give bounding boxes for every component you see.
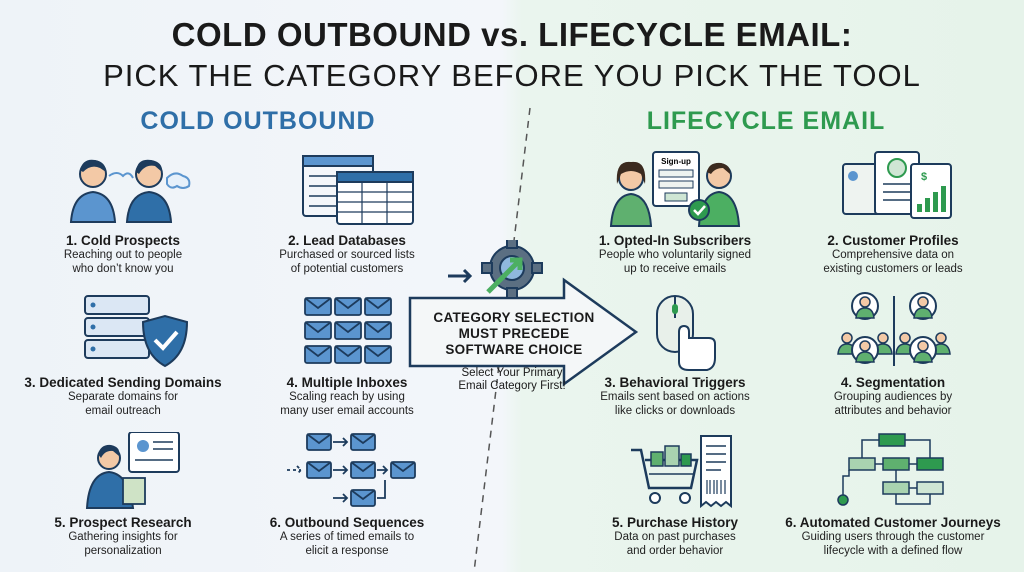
cold-item-3: 3. Dedicated Sending Domains Separate do…	[8, 292, 238, 418]
item-desc-1: Scaling reach by using	[289, 391, 405, 403]
flowchart-icon	[813, 432, 973, 512]
item-title: 1. Opted-In Subscribers	[598, 233, 752, 248]
cold-outbound-heading: COLD OUTBOUND	[140, 107, 376, 135]
lifecycle-item-4: 4. Segmentation Grouping audiences by at…	[778, 292, 1008, 418]
item-desc-2: up to receive emails	[623, 263, 727, 275]
mouse-click-icon	[595, 292, 755, 372]
item-title: 5. Purchase History	[611, 515, 739, 530]
item-desc-1: A series of timed emails to	[279, 531, 415, 543]
center-line-1: CATEGORY SELECTION	[433, 310, 595, 325]
item-desc-2: email outreach	[85, 405, 161, 417]
item-desc-1: Reaching out to people	[63, 249, 183, 261]
item-desc-1: Data on past purchases	[614, 531, 736, 543]
item-desc-2: attributes and behavior	[834, 405, 952, 417]
title-line-1: COLD OUTBOUND vs. LIFECYCLE EMAIL:	[171, 16, 853, 53]
center-callout: CATEGORY SELECTION MUST PRECEDE SOFTWARE…	[404, 240, 640, 440]
item-desc-2: existing customers or leads	[823, 263, 963, 275]
cold-item-2: 2. Lead Databases Purchased or sourced l…	[232, 150, 462, 276]
cold-item-6: 6. Outbound Sequences A series of timed …	[232, 432, 462, 558]
item-desc-2: elicit a response	[305, 545, 389, 557]
item-desc-1: Separate domains for	[68, 391, 178, 403]
item-desc-1: Grouping audiences by	[833, 391, 953, 403]
center-sub-1: Select Your Primary	[461, 367, 563, 379]
item-desc-1: Emails sent based on actions	[600, 391, 750, 403]
center-arrow-label: CATEGORY SELECTION MUST PRECEDE SOFTWARE…	[424, 310, 604, 358]
cart-receipt-icon	[595, 432, 755, 512]
item-desc-2: who don’t know you	[72, 263, 174, 275]
title-line-2: PICK THE CATEGORY BEFORE YOU PICK THE TO…	[103, 58, 921, 93]
email-sequence-icon	[267, 432, 427, 512]
item-title: 4. Segmentation	[840, 375, 946, 390]
cold-item-4: 4. Multiple Inboxes Scaling reach by usi…	[232, 292, 462, 418]
lifecycle-email-heading: LIFECYCLE EMAIL	[646, 107, 886, 135]
item-title: 6. Outbound Sequences	[269, 515, 425, 530]
item-desc-2: and order behavior	[626, 545, 724, 557]
item-desc-1: Purchased or sourced lists	[279, 249, 415, 261]
item-desc-1: Guiding users through the customer	[801, 531, 985, 543]
lifecycle-item-5: 5. Purchase History Data on past purchas…	[560, 432, 790, 558]
item-desc-1: Comprehensive data on	[831, 249, 955, 261]
center-line-3: SOFTWARE CHOICE	[445, 342, 583, 357]
center-sub-2: Email Category First!	[458, 380, 566, 392]
server-shield-icon	[43, 292, 203, 372]
item-desc-2: many user email accounts	[280, 405, 414, 417]
center-subtext: Select Your Primary Email Category First…	[432, 367, 592, 393]
signup-form-icon: Sign-up	[595, 150, 755, 230]
svg-text:$: $	[921, 171, 927, 183]
item-desc-1: Gathering insights for	[68, 531, 178, 543]
database-table-icon	[267, 150, 427, 230]
item-title: 2. Customer Profiles	[827, 233, 959, 248]
item-desc-2: personalization	[84, 545, 162, 557]
cold-item-5: 5. Prospect Research Gathering insights …	[8, 432, 238, 558]
item-title: 3. Behavioral Triggers	[604, 375, 746, 390]
item-desc-1: People who voluntarily signed	[598, 249, 752, 261]
profile-cards-icon: $	[813, 150, 973, 230]
item-title: 5. Prospect Research	[54, 515, 192, 530]
center-line-2: MUST PRECEDE	[458, 326, 570, 341]
lifecycle-item-1: Sign-up 1. Opted-In Subscribers People w…	[560, 150, 790, 276]
item-desc-2: of potential customers	[290, 263, 404, 275]
item-title: 4. Multiple Inboxes	[286, 375, 408, 390]
lifecycle-item-6: 6. Automated Customer Journeys Guiding u…	[778, 432, 1008, 558]
item-desc-2: like clicks or downloads	[614, 405, 736, 417]
gear-arrow-icon	[408, 240, 639, 387]
lifecycle-item-2: $ 2. Customer Profiles Comprehensive dat…	[778, 150, 1008, 276]
svg-text:Sign-up: Sign-up	[661, 157, 691, 166]
audience-groups-icon	[813, 292, 973, 372]
envelopes-grid-icon	[267, 292, 427, 372]
item-desc-2: lifecycle with a defined flow	[823, 545, 963, 557]
item-title: 2. Lead Databases	[288, 233, 406, 248]
item-title: 3. Dedicated Sending Domains	[24, 375, 222, 390]
cold-item-1: 1. Cold Prospects Reaching out to people…	[8, 150, 238, 276]
researcher-icon	[43, 432, 203, 512]
item-title: 1. Cold Prospects	[65, 233, 181, 248]
item-title: 6. Automated Customer Journeys	[785, 515, 1001, 530]
lifecycle-item-3: 3. Behavioral Triggers Emails sent based…	[560, 292, 790, 418]
people-talking-icon	[43, 150, 203, 230]
